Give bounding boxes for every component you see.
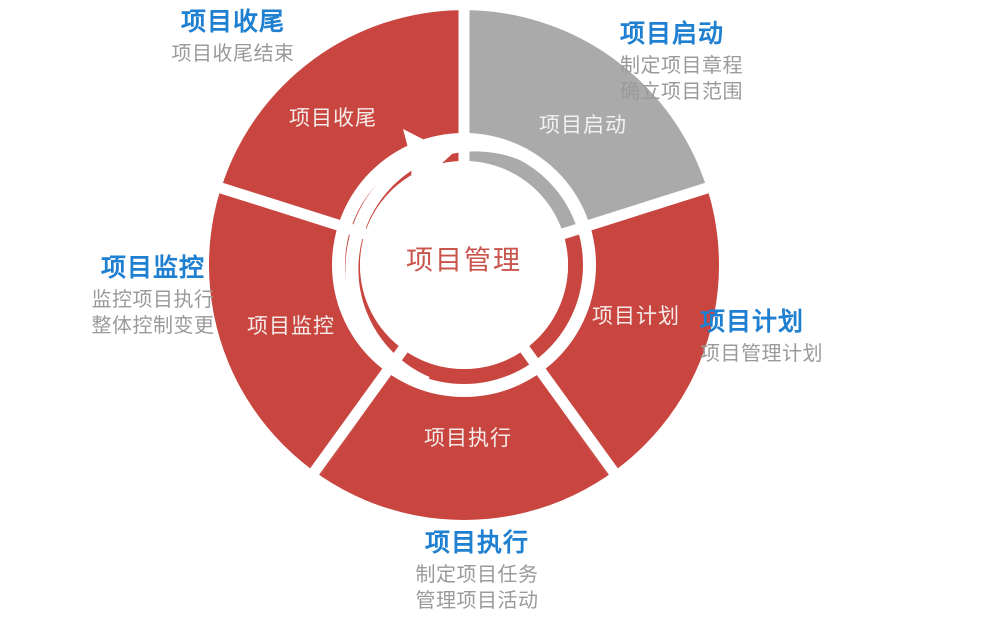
callout-title-plan: 项目计划 [700, 308, 805, 336]
callout-closing: 项目收尾 项目收尾结束 [108, 6, 358, 68]
donut-segment-execute[interactable] [314, 265, 614, 535]
callout-line-execute-2: 管理项目活动 [415, 589, 539, 612]
center-title: 项目管理 [406, 245, 522, 276]
clockwise-cycle-arrow [345, 129, 528, 389]
callout-line-plan-1: 项目管理计划 [700, 343, 823, 365]
callout-line-execute-1: 制定项目任务 [415, 564, 539, 586]
callout-title-initiate: 项目启动 [620, 20, 725, 48]
callout-title-closing: 项目收尾 [180, 8, 285, 36]
center-hub [360, 161, 568, 369]
callout-monitor: 项目监控 监控项目执行 整体控制变更 [48, 252, 258, 339]
callout-title-monitor: 项目监控 [100, 254, 205, 282]
callout-line-monitor-1: 监控项目执行 [91, 289, 215, 311]
callout-line-initiate-2: 确立项目范围 [620, 80, 743, 103]
callout-line-monitor-2: 整体控制变更 [91, 314, 215, 337]
callout-initiate: 项目启动 制定项目章程 确立项目范围 [620, 18, 860, 105]
callout-line-closing-1: 项目收尾结束 [171, 43, 295, 65]
callout-line-initiate-1: 制定项目章程 [620, 55, 743, 77]
callout-execute: 项目执行 制定项目任务 管理项目活动 [362, 527, 592, 614]
callout-title-execute: 项目执行 [424, 529, 529, 557]
callout-plan: 项目计划 项目管理计划 [700, 306, 930, 368]
